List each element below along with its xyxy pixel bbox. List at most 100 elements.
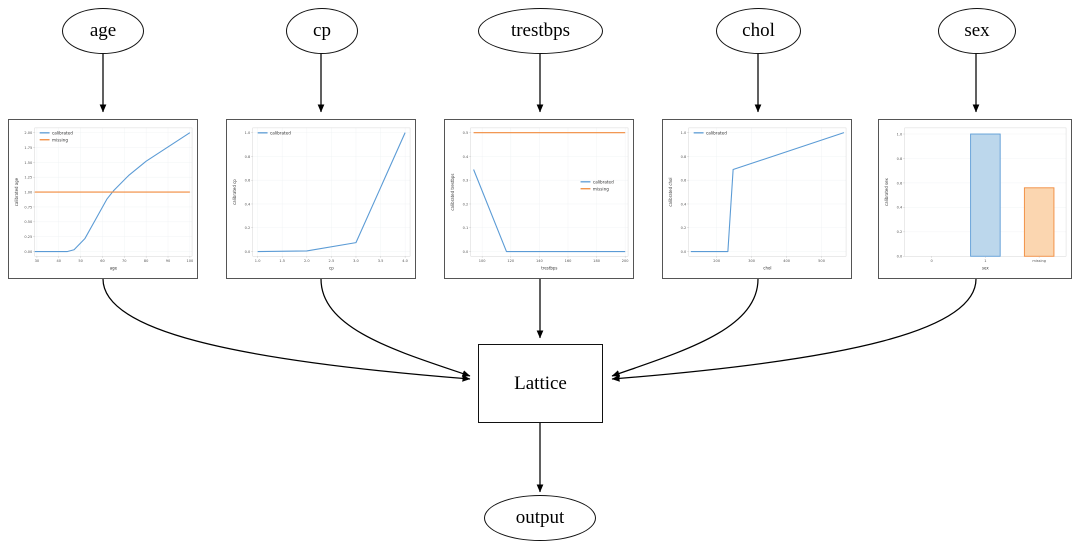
chart-cp: 0.0 0.2 0.4 0.6 0.8 1.0 1.0 1.5 2.0 2.5 3.0 3.5 4.0 c… [232, 127, 411, 271]
svg-text:calibrated: calibrated [593, 179, 614, 184]
svg-text:calibrated cp: calibrated cp [232, 179, 237, 205]
svg-text:1.0: 1.0 [681, 131, 687, 135]
svg-text:1.0: 1.0 [245, 131, 251, 135]
svg-text:0.2: 0.2 [681, 226, 687, 230]
svg-text:0.4: 0.4 [463, 155, 469, 159]
node-cp-label: cp [313, 20, 331, 41]
svg-text:calibrated: calibrated [706, 130, 727, 135]
svg-text:1.0: 1.0 [897, 132, 903, 136]
node-output-label: output [515, 507, 565, 528]
node-trestbps-label: trestbps [510, 20, 571, 41]
svg-text:trestbps: trestbps [541, 266, 557, 271]
lattice-box[interactable]: Lattice [478, 344, 603, 423]
svg-text:140: 140 [536, 259, 544, 263]
svg-text:calibrated: calibrated [270, 130, 291, 135]
svg-text:0.5: 0.5 [463, 131, 469, 135]
svg-text:200: 200 [622, 259, 630, 263]
chart-panel-trestbps[interactable]: 0.0 0.1 0.2 0.3 0.4 0.5 100 120 140 160 180 200 tres… [444, 119, 634, 279]
svg-text:calibrated sex: calibrated sex [884, 178, 889, 206]
svg-text:0.8: 0.8 [681, 155, 687, 159]
svg-text:90: 90 [166, 259, 171, 263]
svg-text:80: 80 [144, 259, 149, 263]
node-sex[interactable]: sex [938, 8, 1016, 54]
node-cp[interactable]: cp [286, 8, 358, 54]
svg-text:40: 40 [57, 259, 62, 263]
svg-text:cp: cp [329, 266, 334, 271]
svg-text:160: 160 [565, 259, 573, 263]
svg-text:0.4: 0.4 [897, 206, 903, 210]
svg-text:4.0: 4.0 [402, 259, 408, 263]
svg-text:3.5: 3.5 [378, 259, 384, 263]
svg-text:500: 500 [818, 259, 826, 263]
svg-text:missing: missing [1032, 259, 1046, 263]
svg-text:0.0: 0.0 [245, 250, 251, 254]
chart-panel-cp[interactable]: 0.0 0.2 0.4 0.6 0.8 1.0 1.0 1.5 2.0 2.5 3.0 3.5 4.0 c… [226, 119, 416, 279]
svg-text:2.5: 2.5 [329, 259, 335, 263]
svg-text:0.2: 0.2 [897, 230, 903, 234]
svg-text:0.2: 0.2 [245, 226, 251, 230]
svg-text:0.8: 0.8 [245, 155, 251, 159]
svg-text:1.5: 1.5 [279, 259, 285, 263]
svg-text:50: 50 [78, 259, 83, 263]
svg-text:calibrated trestbps: calibrated trestbps [450, 174, 455, 211]
svg-text:1.50: 1.50 [24, 161, 33, 165]
node-age[interactable]: age [62, 8, 144, 54]
chart-panel-sex[interactable]: 0.0 0.2 0.4 0.6 0.8 1.0 0 1 missing sex calibrated… [878, 119, 1072, 279]
svg-text:0.3: 0.3 [463, 179, 469, 183]
svg-text:0.8: 0.8 [897, 157, 903, 161]
node-chol-label: chol [742, 20, 775, 41]
chart-trestbps: 0.0 0.1 0.2 0.3 0.4 0.5 100 120 140 160 180 200 tres… [450, 127, 630, 271]
svg-text:missing: missing [593, 186, 609, 191]
svg-text:300: 300 [748, 259, 756, 263]
node-chol[interactable]: chol [716, 8, 801, 54]
svg-text:0: 0 [930, 259, 933, 263]
svg-text:missing: missing [52, 137, 68, 142]
svg-text:100: 100 [479, 259, 487, 263]
node-to-chart-arrows [99, 52, 980, 113]
svg-text:sex: sex [982, 266, 989, 271]
svg-text:0.6: 0.6 [245, 179, 251, 183]
node-trestbps[interactable]: trestbps [478, 8, 603, 54]
svg-text:400: 400 [783, 259, 791, 263]
node-age-label: age [89, 20, 117, 41]
chart-sex: 0.0 0.2 0.4 0.6 0.8 1.0 0 1 missing sex calibrated… [884, 127, 1067, 271]
svg-text:60: 60 [100, 259, 105, 263]
svg-text:0.2: 0.2 [463, 202, 469, 206]
svg-text:calibrated: calibrated [52, 130, 73, 135]
svg-text:0.75: 0.75 [24, 205, 32, 209]
svg-text:1.0: 1.0 [255, 259, 261, 263]
svg-text:0.4: 0.4 [245, 202, 251, 206]
node-sex-label: sex [964, 20, 990, 41]
svg-text:0.0: 0.0 [463, 250, 469, 254]
svg-text:1.00: 1.00 [24, 190, 33, 194]
svg-text:1.75: 1.75 [24, 146, 32, 150]
svg-text:0.4: 0.4 [681, 202, 687, 206]
svg-text:120: 120 [507, 259, 515, 263]
svg-text:calibrated age: calibrated age [14, 177, 19, 206]
svg-text:3.0: 3.0 [353, 259, 359, 263]
node-output[interactable]: output [484, 495, 596, 541]
svg-text:30: 30 [35, 259, 40, 263]
svg-text:1: 1 [984, 259, 986, 263]
svg-text:2.0: 2.0 [304, 259, 310, 263]
svg-text:180: 180 [593, 259, 601, 263]
svg-text:0.0: 0.0 [681, 250, 687, 254]
svg-text:70: 70 [122, 259, 127, 263]
svg-text:100: 100 [186, 259, 194, 263]
lattice-label: Lattice [514, 372, 567, 394]
svg-text:2.00: 2.00 [24, 131, 33, 135]
svg-text:0.0: 0.0 [897, 255, 903, 259]
svg-text:0.00: 0.00 [24, 250, 33, 254]
svg-text:age: age [110, 266, 118, 271]
svg-text:200: 200 [713, 259, 721, 263]
svg-text:0.6: 0.6 [897, 181, 903, 185]
svg-text:0.6: 0.6 [681, 179, 687, 183]
svg-text:0.50: 0.50 [24, 220, 33, 224]
svg-text:1.25: 1.25 [24, 176, 32, 180]
svg-text:0.1: 0.1 [463, 226, 469, 230]
